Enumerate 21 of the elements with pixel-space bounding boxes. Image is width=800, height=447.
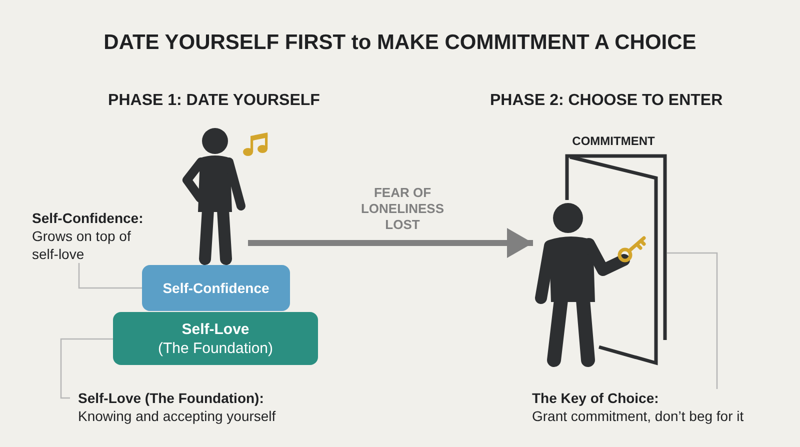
callout-text: Grows on top of self-love (32, 227, 132, 263)
block-title: Self-Confidence (162, 279, 270, 297)
pedestal-block (113, 312, 318, 365)
pedestal-block (142, 265, 290, 311)
leader-line (78, 263, 142, 289)
callout-heading: Self-Confidence: (32, 209, 144, 227)
door-label: COMMITMENT (572, 134, 655, 148)
leader-line (60, 338, 113, 399)
person-figure (180, 126, 248, 266)
section-heading: PHASE 1: DATE YOURSELF (108, 91, 320, 111)
block-title: Self-Love (182, 320, 250, 338)
section-heading: PHASE 2: CHOOSE TO ENTER (490, 91, 723, 111)
title: DATE YOURSELF FIRST to MAKE COMMITMENT A CHOICE (104, 30, 696, 56)
person-figure (533, 200, 633, 368)
callout-heading: Self-Love (The Foundation): (78, 389, 264, 407)
block-subtitle: (The Foundation) (158, 338, 274, 358)
callout-text: Grant commitment, don’t beg for it (532, 407, 744, 425)
arrow (248, 228, 533, 258)
leader-line (667, 252, 718, 389)
callout-heading: The Key of Choice: (532, 389, 659, 407)
callout-text: Knowing and accepting yourself (78, 407, 276, 425)
